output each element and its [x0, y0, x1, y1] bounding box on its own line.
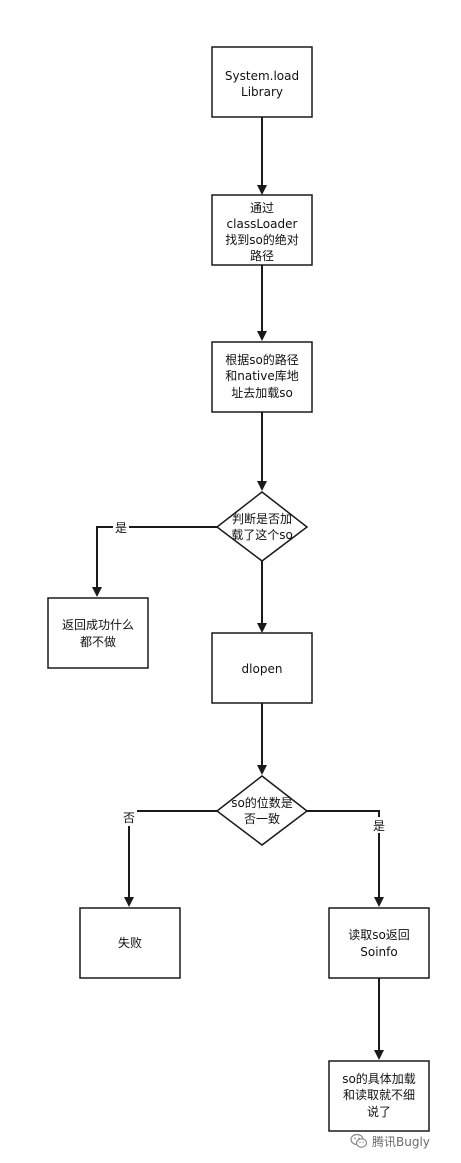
node-find-path-line-3: 找到so的绝对 [225, 232, 299, 247]
node-fail: 失败 [79, 907, 181, 979]
node-read-soinfo-line-2: Soinfo [360, 945, 397, 959]
node-details-line-3: 说了 [367, 1104, 391, 1119]
watermark-text: 腾讯Bugly [372, 1134, 430, 1149]
svg-text:否: 否 [123, 811, 135, 825]
node-return-success: 返回成功什么 都不做 [47, 597, 149, 669]
node-details-line-1: so的具体加载 [342, 1071, 416, 1086]
node-load-so-line-2: 和native库地 [225, 368, 298, 383]
node-find-path-line-1: 通过 [250, 201, 274, 215]
decision-check-bits: so的位数是 否一致 [215, 775, 309, 846]
node-load-library-line-1: System.load [225, 69, 299, 83]
node-find-path-line-4: 路径 [250, 248, 274, 263]
edge-label-bits-no: 否 [121, 810, 137, 826]
node-return-success-line-1: 返回成功什么 [62, 618, 134, 632]
node-load-library-line-2: Library [241, 85, 283, 99]
decision-check-loaded-line-1: 判断是否加 [232, 511, 292, 526]
node-details: so的具体加载 和读取就不细 说了 [328, 1060, 430, 1132]
wechat-icon [350, 1132, 368, 1150]
node-read-soinfo-line-1: 读取so返回 [348, 928, 410, 942]
edge-bits-to-fail [124, 810, 217, 907]
node-find-path: 通过 classLoader 找到so的绝对 路径 [211, 194, 313, 266]
edge-label-loaded-yes: 是 [113, 519, 129, 535]
node-dlopen: dlopen [211, 632, 313, 704]
decision-check-bits-line-1: so的位数是 [231, 795, 293, 810]
node-load-so-line-3: 址去加载so [231, 386, 293, 400]
edge-bits-to-read [307, 810, 384, 907]
node-fail-line-1: 失败 [118, 935, 142, 950]
node-details-line-2: 和读取就不细 [343, 1088, 415, 1102]
edge-check-to-return [92, 526, 217, 597]
svg-text:是: 是 [373, 819, 385, 833]
node-load-library: System.load Library [211, 46, 313, 118]
decision-check-loaded-line-2: 载了这个so [231, 527, 293, 542]
node-find-path-line-2: classLoader [227, 217, 298, 231]
node-read-soinfo: 读取so返回 Soinfo [328, 907, 430, 979]
svg-text:是: 是 [115, 521, 127, 535]
node-return-success-line-2: 都不做 [80, 634, 116, 649]
decision-check-loaded: 判断是否加 载了这个so [215, 491, 309, 562]
node-load-so: 根据so的路径 和native库地 址去加载so [211, 341, 313, 413]
node-load-so-line-1: 根据so的路径 [225, 352, 299, 367]
node-dlopen-line-1: dlopen [242, 662, 283, 676]
decision-check-bits-line-2: 否一致 [244, 812, 280, 826]
watermark: 腾讯Bugly [350, 1130, 430, 1152]
edge-label-bits-yes: 是 [371, 817, 387, 833]
